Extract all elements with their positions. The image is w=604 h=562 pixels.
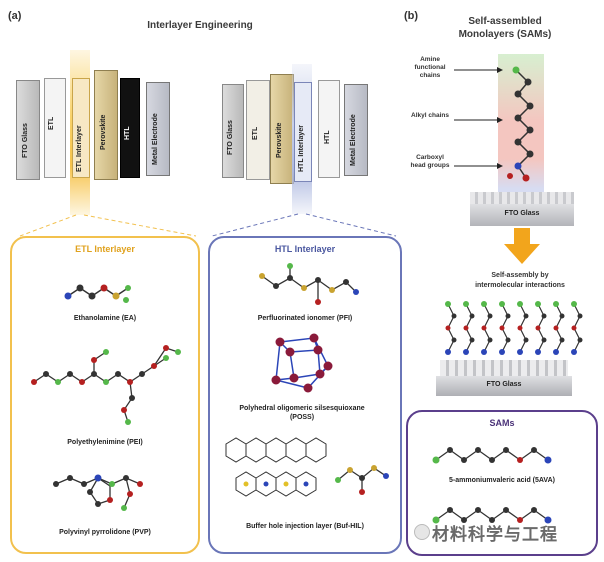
pfi-label: Perfluorinated ionomer (PFI): [257, 315, 353, 322]
htl-connector-left: [211, 213, 299, 237]
etl-box-title: ETL Interlayer: [75, 244, 135, 254]
pvp-label: Polyvinyl pyrrolidone (PVP): [59, 529, 151, 536]
5ava-label: 5-ammoniumvaleric acid (5AVA): [449, 477, 555, 484]
buf-hil-structure: [225, 437, 327, 497]
fto-glass-bottom-label: FTO Glass: [486, 381, 522, 388]
single-sam-chain: [507, 66, 534, 182]
process-label-line1: Self-assembly by: [491, 272, 549, 279]
sams-box: [406, 410, 598, 556]
etl-connector-right: [83, 214, 197, 237]
right-metal-slab: [344, 84, 368, 176]
5ava-molecule: [432, 447, 552, 464]
5ava-molecule-second: [432, 507, 552, 524]
left-htl-slab: [120, 78, 140, 178]
process-arrow: [504, 228, 540, 264]
watermark-logo-icon: [414, 524, 430, 540]
etl-connector-left: [19, 214, 77, 237]
sam-array: [445, 301, 583, 355]
buf-hil-side-molecule: [335, 465, 389, 495]
panel-b-title-line2: Monolayers (SAMs): [458, 29, 552, 40]
pfi-molecule: [259, 263, 359, 305]
alkyl-chains-label: Alkyl chains: [411, 112, 449, 119]
right-htl-slab: [318, 80, 340, 178]
htl-connector-right: [305, 213, 397, 237]
left-fto-slab: [16, 80, 40, 180]
htl-box-title: HTL Interlayer: [274, 244, 336, 254]
panel-a-title: Interlayer Engineering: [147, 20, 253, 31]
panel-a-letter: (a): [8, 10, 22, 22]
amine-chains-label: Amine functional chains: [414, 56, 446, 79]
pei-label: Polyethylenimine (PEI): [67, 439, 143, 446]
process-label-line2: intermolecular interactions: [475, 282, 565, 289]
poss-label: Polyhedral oligomeric silsesquioxane (PO…: [239, 405, 365, 421]
sams-box-title: SAMs: [489, 418, 515, 428]
poss-molecule: [271, 333, 333, 393]
carboxyl-head-label: Carboxyl head groups: [410, 154, 450, 169]
left-metal-slab: [146, 82, 170, 176]
buf-hil-label: Buffer hole injection layer (Buf-HIL): [246, 523, 364, 530]
fto-glass-top-surface: [470, 192, 574, 204]
ea-label: Ethanolamine (EA): [73, 315, 137, 322]
pei-molecule: [31, 345, 181, 425]
left-perovskite-slab: [94, 70, 118, 180]
fto-glass-top-label: FTO Glass: [504, 210, 540, 217]
sam-column-background: [498, 54, 544, 204]
right-etl-slab: [246, 80, 270, 180]
ea-molecule: [64, 284, 131, 303]
label-arrows: [454, 67, 503, 169]
right-fto-slab: [222, 84, 244, 178]
panel-b-letter: (b): [404, 10, 419, 22]
left-etl-interlayer-core: [72, 78, 90, 178]
fto-glass-bottom-block: [436, 376, 572, 396]
fto-glass-top-block: [470, 204, 574, 226]
fto-glass-bottom-surface: [440, 360, 568, 376]
panel-b-title-line1: Self-assembled: [468, 16, 542, 27]
right-htl-interlayer-core: [294, 82, 312, 182]
left-etl-slab: [44, 78, 66, 178]
pvp-molecule: [53, 474, 143, 511]
watermark-text: 材料科学与工程: [432, 525, 558, 545]
